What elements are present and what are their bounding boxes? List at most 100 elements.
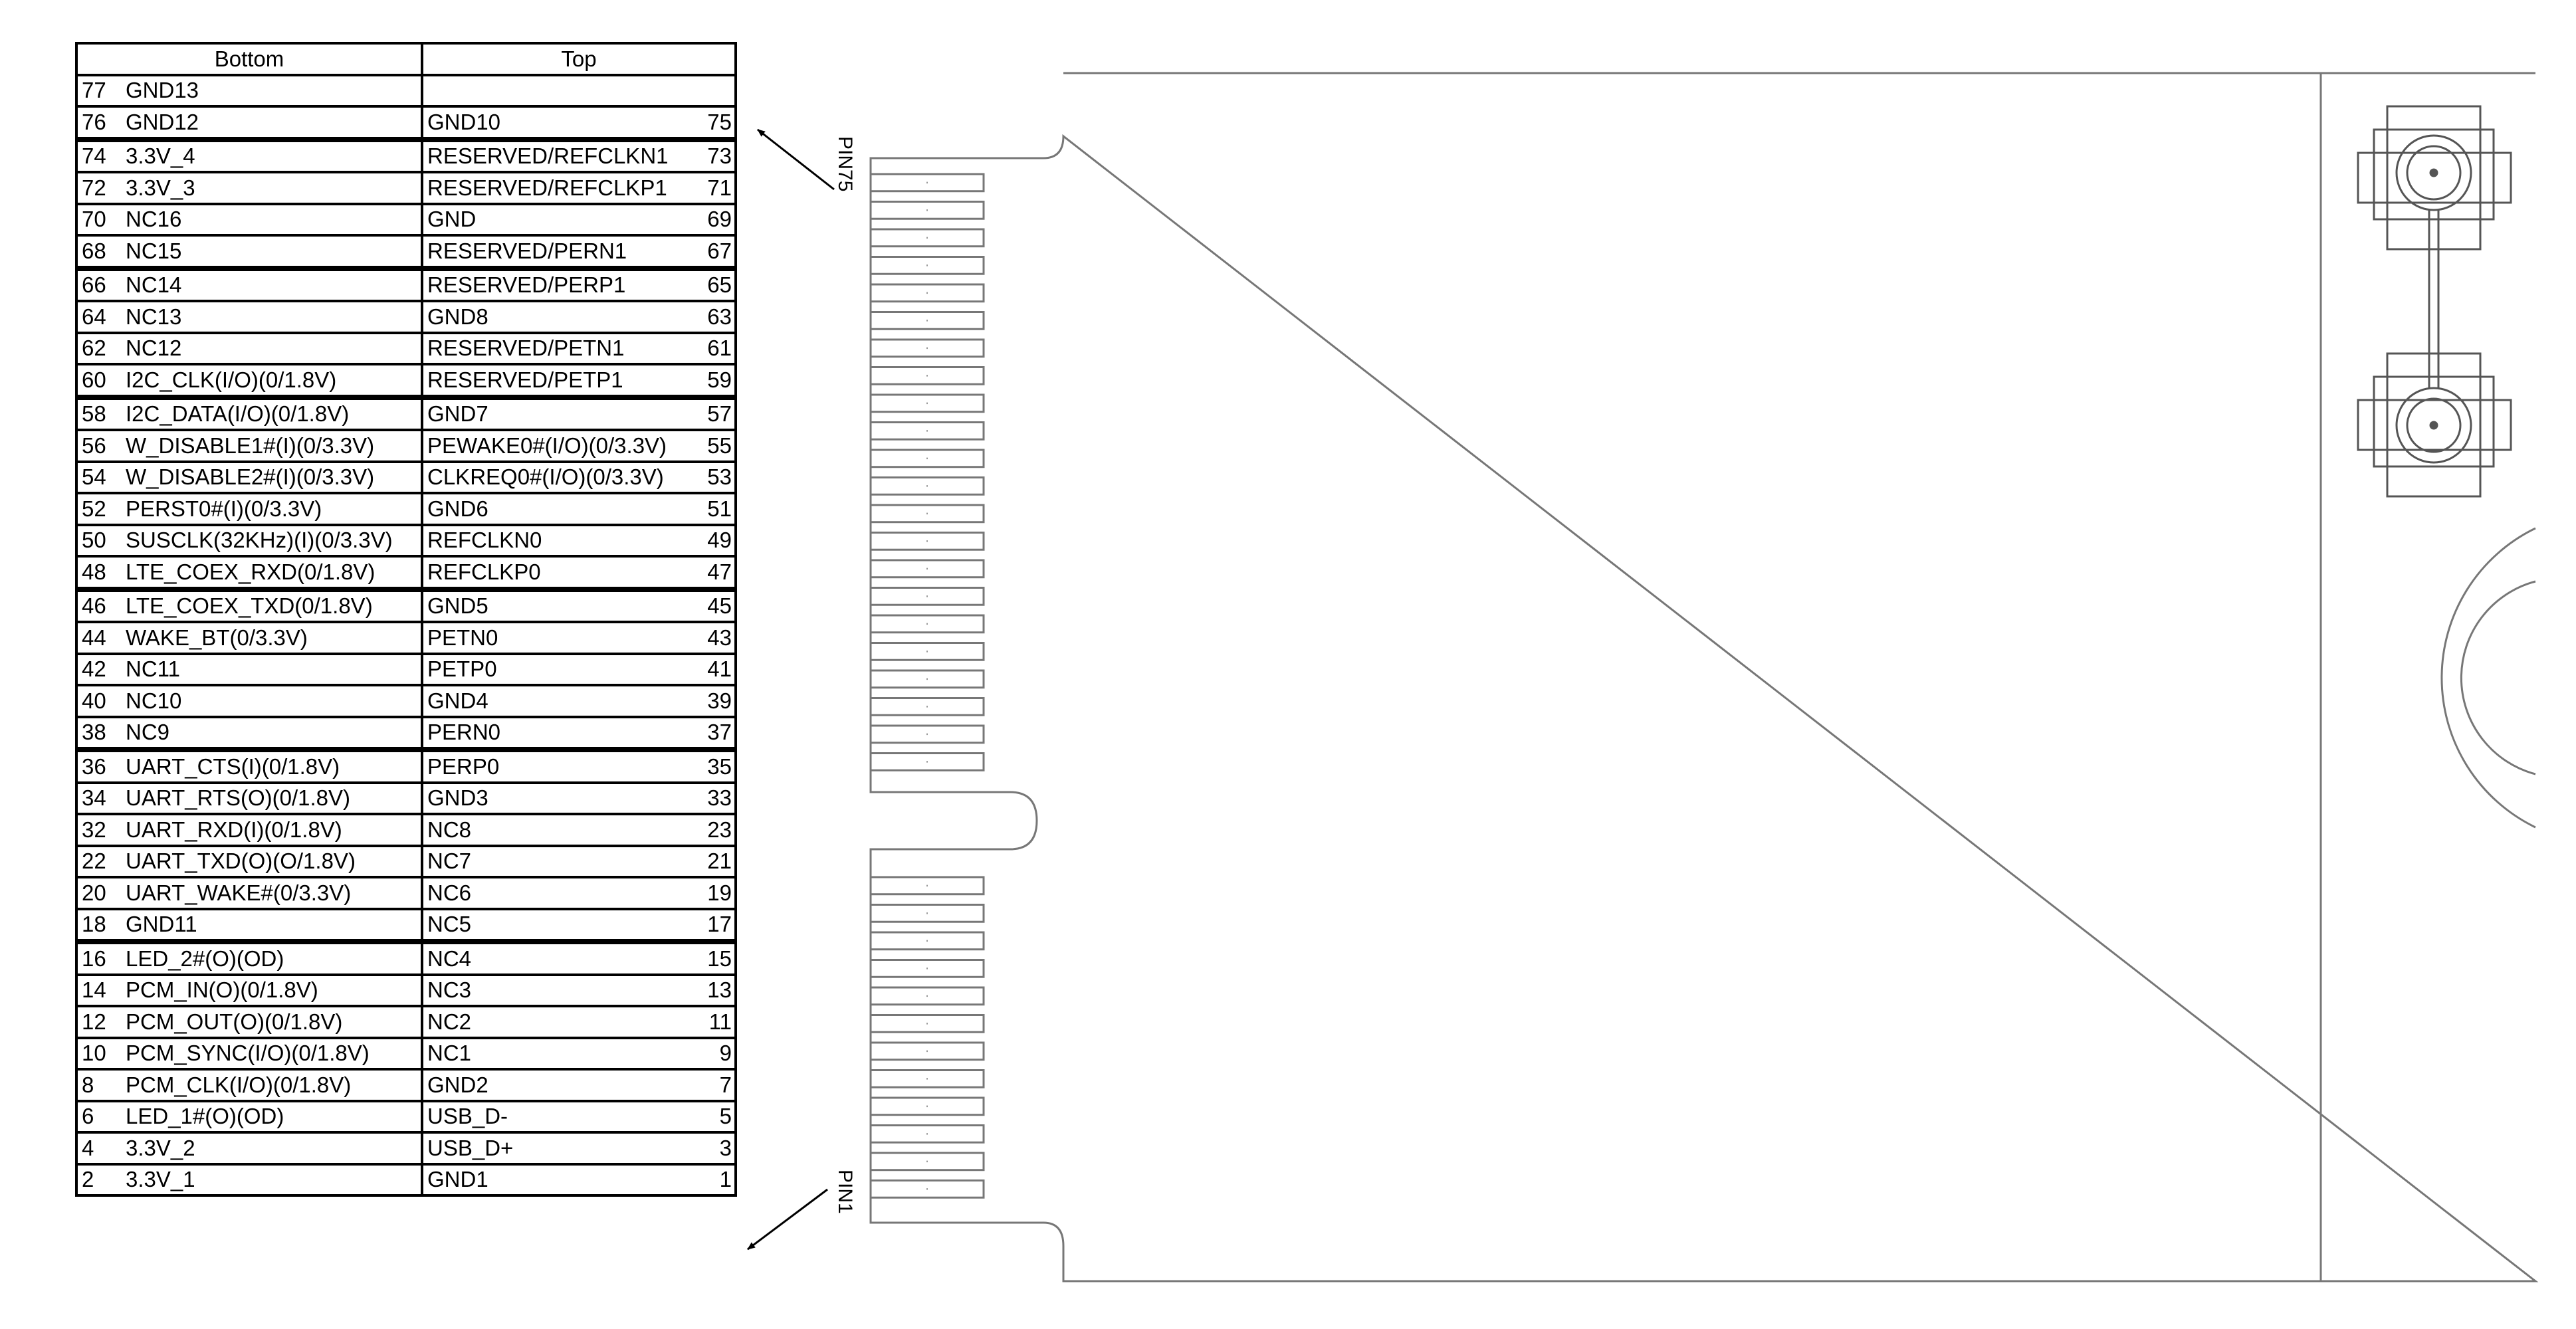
top-pin-name: GND10 — [427, 109, 501, 134]
top-pin-number: 17 — [707, 912, 732, 937]
top-pin-name: USB_D+ — [427, 1135, 514, 1160]
bottom-pin-name: NC15 — [126, 238, 182, 263]
bottom-pin-number: 58 — [82, 401, 106, 427]
bottom-pin-number: 34 — [82, 785, 106, 811]
top-pin-cell: GND6 51 — [421, 492, 737, 526]
contact-pad — [869, 876, 985, 896]
contact-pad — [869, 904, 985, 923]
top-pin-number: 55 — [707, 433, 732, 458]
bottom-pin-number: 44 — [82, 625, 106, 650]
top-pin-number: 69 — [707, 207, 732, 232]
bottom-pin-number: 36 — [82, 754, 106, 779]
contact-pad — [869, 476, 985, 496]
bottom-pin-name: PCM_IN(O)(0/1.8V) — [126, 977, 318, 1003]
top-pin-number: 51 — [707, 496, 732, 521]
top-pin-name: RESERVED/PETP1 — [427, 367, 623, 392]
contact-pad — [869, 1014, 985, 1033]
contact-pad — [869, 311, 985, 330]
top-pin-number: 53 — [707, 464, 732, 490]
top-pin-number: 11 — [708, 1009, 732, 1034]
bottom-pin-name: LED_1#(O)(OD) — [126, 1104, 284, 1129]
bottom-pin-number: 4 — [82, 1135, 94, 1160]
top-pin-number: 1 — [719, 1167, 732, 1192]
antenna-connector-aux — [2357, 352, 2512, 498]
bottom-pin-number: 46 — [82, 593, 106, 619]
top-pin-name: NC7 — [427, 849, 472, 874]
bottom-pin-name: LED_2#(O)(OD) — [126, 946, 284, 971]
bottom-pin-number: 77 — [82, 78, 106, 103]
top-pin-number: 13 — [707, 977, 732, 1003]
bottom-pin-number: 18 — [82, 912, 106, 937]
top-pin-number: 37 — [707, 720, 732, 745]
top-pin-name: GND6 — [427, 496, 488, 521]
contact-pad — [869, 421, 985, 441]
top-pin-cell: USB_D-5 — [421, 1099, 737, 1134]
contact-pad — [869, 201, 985, 220]
arrow-to-pin1 — [747, 1188, 828, 1251]
contact-pads-upper — [869, 173, 985, 771]
contact-pad — [869, 173, 985, 193]
top-pin-number: 75 — [707, 109, 732, 134]
bottom-pin-name: I2C_DATA(I/O)(0/1.8V) — [126, 401, 350, 427]
top-pin-number: 43 — [707, 625, 732, 650]
top-pin-number: 57 — [707, 401, 732, 427]
bottom-pin-number: 74 — [82, 144, 106, 169]
top-pin-name: NC2 — [427, 1009, 472, 1034]
contact-pad — [869, 393, 985, 413]
bottom-pin-number: 50 — [82, 528, 106, 553]
top-pin-name: RESERVED/REFCLKP1 — [427, 175, 667, 200]
top-pin-number: 7 — [719, 1072, 732, 1097]
bottom-pin-cell: 58 I2C_DATA(I/O)(0/1.8V) — [75, 394, 423, 431]
top-pin-name: GND7 — [427, 401, 488, 427]
bottom-pin-number: 32 — [82, 817, 106, 842]
bottom-pin-number: 8 — [82, 1072, 94, 1097]
table-header-row: Bottom Top — [75, 42, 737, 76]
top-pin-number: 67 — [707, 238, 732, 263]
top-pin-name: RESERVED/PERN1 — [427, 238, 627, 263]
screw-notch-outer — [2440, 527, 2536, 829]
contact-pad — [869, 959, 985, 978]
top-pin-name: NC6 — [427, 880, 472, 905]
top-pin-number: 65 — [707, 272, 732, 298]
bottom-pin-name: PCM_OUT(O)(0/1.8V) — [126, 1009, 343, 1034]
arrow-to-pin75 — [757, 128, 835, 191]
bottom-pin-number: 72 — [82, 175, 106, 200]
top-pin-number: 49 — [707, 528, 732, 553]
bottom-pin-number: 6 — [82, 1104, 94, 1129]
